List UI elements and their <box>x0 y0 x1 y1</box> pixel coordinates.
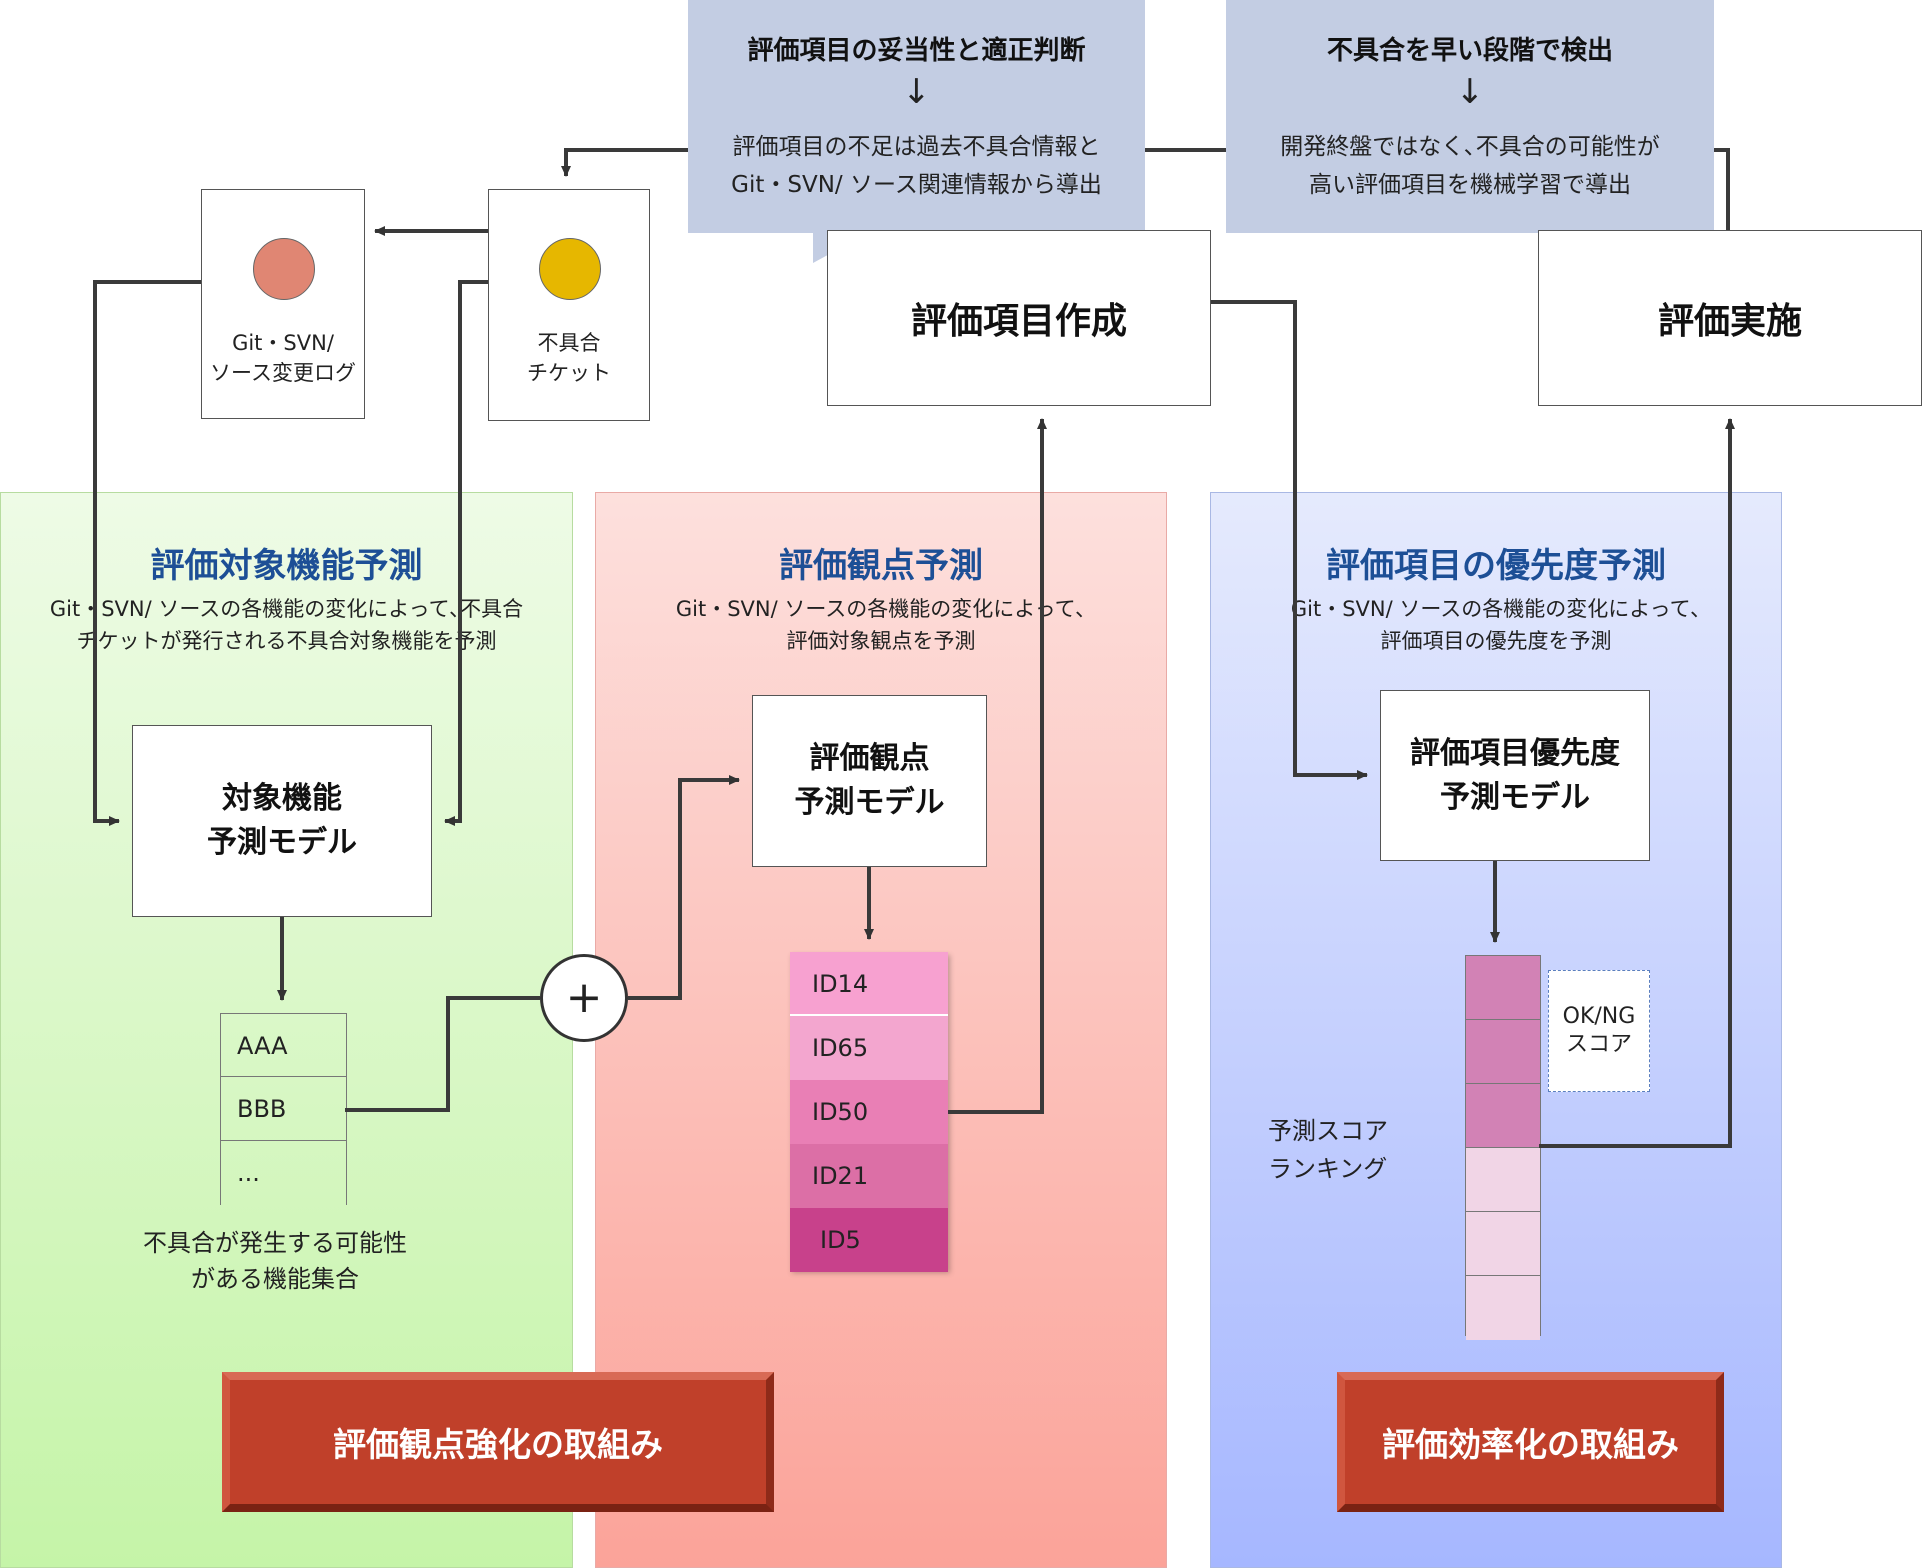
list-item: ID14 <box>790 952 948 1016</box>
panel-description: Git・SVN/ ソースの各機能の変化によって､不具合 チケットが発行される不具… <box>49 597 524 653</box>
down-arrow-icon: ↓ <box>1455 72 1485 112</box>
score-ranking-column <box>1465 955 1541 1340</box>
list-item: ID65 <box>790 1016 948 1080</box>
feature-list: AAA BBB ... <box>220 1013 347 1205</box>
ranking-cell-low <box>1466 1276 1540 1340</box>
git-change-log-document: Git・SVN/ ソース変更ログ <box>201 189 365 419</box>
list-item: ... <box>237 1159 260 1187</box>
callout-body: 評価項目の不足は過去不具合情報と Git・SVN/ ソース関連情報から導出 <box>731 134 1102 198</box>
ranking-cell-high <box>1466 1020 1540 1084</box>
down-arrow-icon: ↓ <box>902 72 931 112</box>
connector-callout-to-execute <box>1714 148 1730 230</box>
viewpoint-model-box: 評価観点 予測モデル <box>752 695 987 867</box>
priority-model-box: 評価項目優先度 予測モデル <box>1380 690 1650 861</box>
connector-callout-to-ticket <box>561 148 688 177</box>
callout-body: 開発終盤ではなく､不具合の可能性が 高い評価項目を機械学習で導出 <box>1280 134 1660 198</box>
list-item: BBB <box>221 1077 346 1141</box>
ranking-cell-high <box>1466 956 1540 1020</box>
list-item: ID21 <box>790 1144 948 1208</box>
plus-icon: + <box>540 954 628 1042</box>
execute-tests-box: 評価実施 <box>1538 230 1922 406</box>
panel-title: 評価観点予測 <box>779 546 983 586</box>
ranking-cell-high <box>1466 1084 1540 1148</box>
ranking-label: 予測スコア ランキング <box>1268 1117 1388 1183</box>
panel-description: Git・SVN/ ソースの各機能の変化によって､ 評価対象観点を予測 <box>675 597 1087 653</box>
panel-description: Git・SVN/ ソースの各機能の変化によって､ 評価項目の優先度を予測 <box>1290 597 1702 653</box>
create-test-items-box: 評価項目作成 <box>827 230 1211 406</box>
viewpoint-id-list: ID14 ID65 ID50 ID21 ID5 <box>790 952 948 1272</box>
feature-list-caption: 不具合が発生する可能性 がある機能集合 <box>143 1229 407 1293</box>
callout-heading: 不具合を早い段階で検出 <box>1326 36 1613 66</box>
callout-validity: 評価項目の妥当性と適正判断 ↓ 評価項目の不足は過去不具合情報と Git・SVN… <box>688 0 1145 263</box>
viewpoint-strengthening-banner: 評価観点強化の取組み <box>222 1372 774 1512</box>
callout-heading: 評価項目の妥当性と適正判断 <box>747 36 1086 66</box>
callout-early-detection: 不具合を早い段階で検出 ↓ 開発終盤ではなく､不具合の可能性が 高い評価項目を機… <box>1226 0 1714 263</box>
target-function-model-box: 対象機能 予測モデル <box>132 725 432 917</box>
ranking-cell-low <box>1466 1212 1540 1276</box>
ok-ng-score-box: OK/NG スコア <box>1548 970 1650 1092</box>
efficiency-banner: 評価効率化の取組み <box>1337 1372 1724 1512</box>
document-label: 不具合 チケット <box>527 331 611 385</box>
list-item: ID50 <box>790 1080 948 1144</box>
git-log-circle-icon <box>253 238 315 300</box>
panel-title: 評価対象機能予測 <box>150 546 423 586</box>
list-item: AAA <box>221 1013 346 1077</box>
list-item: ID5 <box>790 1208 948 1272</box>
panel-title: 評価項目の優先度予測 <box>1326 546 1666 586</box>
defect-ticket-circle-icon <box>539 238 601 300</box>
document-label: Git・SVN/ ソース変更ログ <box>210 331 356 385</box>
defect-ticket-document: 不具合 チケット <box>488 189 650 421</box>
ranking-cell-low <box>1466 1148 1540 1212</box>
